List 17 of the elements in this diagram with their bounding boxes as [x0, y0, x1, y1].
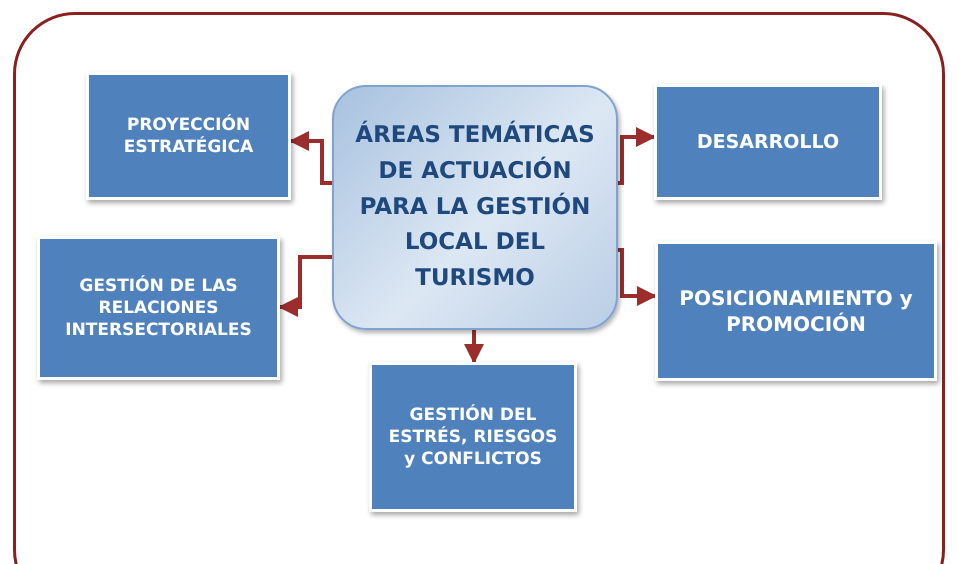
topic-title: ÁREAS TEMÁTICAS DE ACTUACIÓN PARA LA GESTIÓN LOCAL DEL TURISMO — [354, 120, 596, 293]
central-topic-box — [332, 85, 618, 330]
area-label: PROYECCIÓN ESTRATÉGICA — [122, 114, 254, 158]
arrow — [278, 255, 332, 317]
arrow — [289, 131, 332, 185]
arrow — [618, 248, 657, 306]
area-box — [654, 84, 882, 200]
area-label: DESARROLLO — [696, 130, 840, 154]
area-box — [655, 241, 937, 381]
area-box — [86, 72, 291, 200]
area-label: GESTIÓN DE LAS RELACIONES INTERSECTORIALES — [64, 274, 253, 342]
area-label: POSICIONAMIENTO y PROMOCIÓN — [678, 285, 914, 337]
arrow — [464, 330, 484, 364]
area-box — [369, 362, 577, 512]
arrow — [618, 127, 656, 185]
area-label: GESTIÓN DEL ESTRÉS, RIESGOS y CONFLICTOS — [388, 404, 558, 470]
area-box — [37, 236, 280, 380]
